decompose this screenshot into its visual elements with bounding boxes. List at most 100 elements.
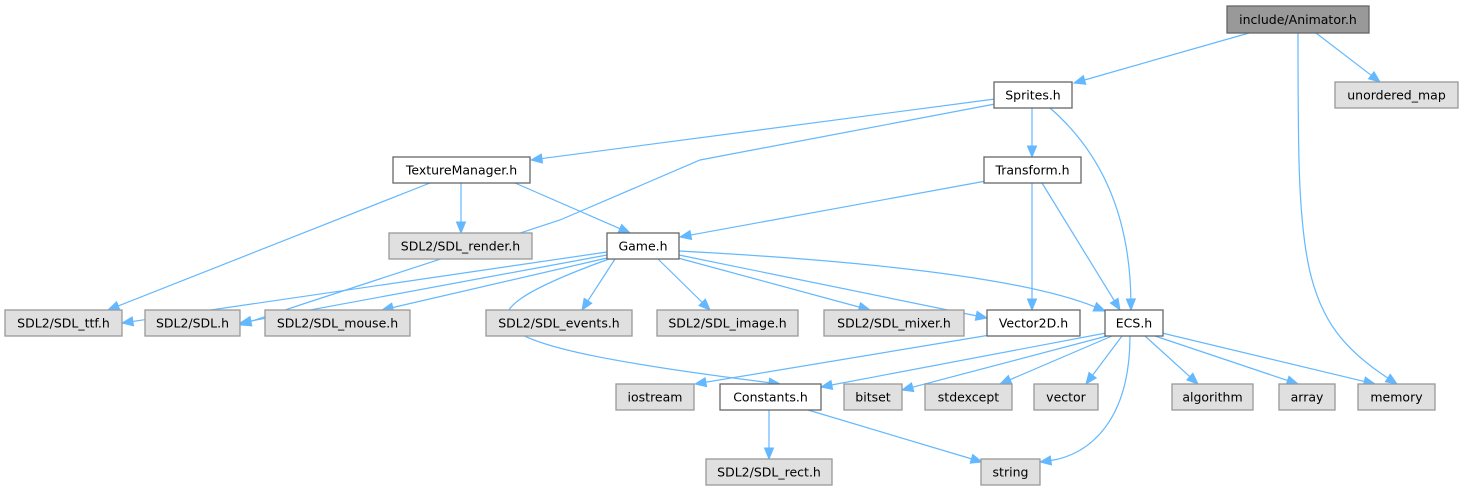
node-label: SDL2/SDL_mouse.h bbox=[277, 316, 398, 331]
arrowhead-icon bbox=[1026, 145, 1038, 159]
node-string: string bbox=[980, 458, 1041, 486]
node-box bbox=[1278, 383, 1336, 411]
edge-texturemanager-to-sdl_render bbox=[455, 183, 467, 235]
node-label: bitset bbox=[855, 390, 891, 405]
node-label: SDL2/SDL_image.h bbox=[668, 316, 786, 331]
arrowhead-icon bbox=[1038, 455, 1053, 466]
node-label: iostream bbox=[628, 390, 683, 405]
node-texturemanager[interactable]: TextureManager.h bbox=[392, 156, 531, 184]
node-sdl_ttf: SDL2/SDL_ttf.h bbox=[4, 309, 123, 337]
node-box bbox=[705, 458, 833, 486]
arrowhead-icon bbox=[693, 376, 708, 388]
arrowhead-icon bbox=[1185, 372, 1199, 385]
node-box bbox=[1033, 383, 1099, 411]
node-label: include/Animator.h bbox=[1239, 12, 1357, 27]
node-transform[interactable]: Transform.h bbox=[983, 156, 1082, 184]
node-box bbox=[1226, 5, 1370, 34]
arrowhead-icon bbox=[120, 316, 135, 327]
arrowhead-icon bbox=[1384, 373, 1399, 385]
arrowhead-icon bbox=[455, 221, 467, 235]
arrowhead-icon bbox=[678, 229, 693, 241]
node-box bbox=[986, 309, 1081, 337]
edge-transform-to-game bbox=[678, 180, 987, 241]
node-game[interactable]: Game.h bbox=[606, 232, 680, 260]
node-label: memory bbox=[1370, 390, 1423, 405]
arrowhead-icon bbox=[238, 315, 253, 327]
node-label: unordered_map bbox=[1347, 88, 1446, 103]
node-memory: memory bbox=[1357, 383, 1436, 411]
node-box bbox=[823, 309, 965, 337]
node-label: SDL2/SDL_mixer.h bbox=[837, 316, 951, 331]
edge-transform-to-ecs bbox=[1041, 182, 1121, 312]
edge-ecs-to-vector bbox=[1085, 335, 1123, 386]
node-box bbox=[843, 383, 903, 411]
node-sdl_events: SDL2/SDL_events.h bbox=[485, 309, 633, 337]
node-stdexcept: stdexcept bbox=[924, 383, 1013, 411]
node-sdl_image: SDL2/SDL_image.h bbox=[656, 309, 799, 337]
node-constants[interactable]: Constants.h bbox=[719, 383, 822, 411]
node-box bbox=[1357, 383, 1436, 411]
edge-game-to-ecs bbox=[678, 250, 1107, 312]
node-box bbox=[1104, 309, 1164, 337]
edge-sprites-to-texturemanager bbox=[529, 98, 996, 164]
node-animator[interactable]: include/Animator.h bbox=[1226, 5, 1370, 34]
node-label: Transform.h bbox=[994, 163, 1069, 178]
node-label: ECS.h bbox=[1116, 316, 1152, 331]
node-box bbox=[1334, 81, 1459, 109]
node-sdl: SDL2/SDL.h bbox=[144, 309, 241, 337]
edge-constants-to-sdl_rect bbox=[763, 410, 775, 461]
node-box bbox=[993, 81, 1073, 109]
node-bitset: bitset bbox=[843, 383, 903, 411]
arrowhead-icon bbox=[581, 297, 593, 312]
edge-sprites-to-sdl bbox=[238, 103, 996, 327]
edge-sprites-to-transform bbox=[1026, 108, 1038, 159]
node-label: Sprites.h bbox=[1005, 88, 1060, 103]
arrowhead-icon bbox=[1026, 298, 1038, 312]
node-label: Game.h bbox=[618, 239, 667, 254]
edge-transform-to-vector2d bbox=[1026, 183, 1038, 312]
node-box bbox=[615, 383, 695, 411]
node-vector2d[interactable]: Vector2D.h bbox=[986, 309, 1081, 337]
node-box bbox=[719, 383, 822, 411]
edge-animator-to-unordered_map bbox=[1315, 32, 1382, 83]
node-sdl_mixer: SDL2/SDL_mixer.h bbox=[823, 309, 965, 337]
node-algorithm: algorithm bbox=[1171, 383, 1254, 411]
edge-texturemanager-to-game bbox=[514, 182, 632, 234]
node-label: SDL2/SDL.h bbox=[156, 316, 229, 331]
edge-vector2d-to-iostream bbox=[693, 334, 991, 388]
edge-ecs-to-constants bbox=[819, 332, 1107, 391]
node-label: SDL2/SDL_events.h bbox=[498, 316, 619, 331]
node-sprites[interactable]: Sprites.h bbox=[993, 81, 1073, 109]
arrowhead-icon bbox=[763, 447, 775, 461]
arrowhead-icon bbox=[1092, 301, 1107, 312]
node-iostream: iostream bbox=[615, 383, 695, 411]
node-label: Constants.h bbox=[733, 390, 808, 405]
arrowhead-icon bbox=[969, 453, 984, 464]
arrowhead-icon bbox=[617, 223, 632, 234]
node-array: array bbox=[1278, 383, 1336, 411]
edge-sprites-to-ecs bbox=[1049, 107, 1137, 312]
node-label: Vector2D.h bbox=[999, 316, 1068, 331]
edge-game-to-vector2d bbox=[678, 254, 989, 321]
edge-animator-to-memory bbox=[1297, 32, 1399, 385]
node-ecs[interactable]: ECS.h bbox=[1104, 309, 1164, 337]
arrowhead-icon bbox=[698, 298, 711, 311]
edge-game-to-sdl_mixer bbox=[677, 257, 872, 313]
node-box bbox=[485, 309, 633, 337]
arrowhead-icon bbox=[1125, 298, 1137, 312]
arrowhead-icon bbox=[1072, 74, 1087, 85]
edge-game-to-sdl_image bbox=[657, 258, 711, 311]
node-unordered_map: unordered_map bbox=[1334, 81, 1459, 109]
node-box bbox=[4, 309, 123, 337]
node-box bbox=[144, 309, 241, 337]
node-sdl_mouse: SDL2/SDL_mouse.h bbox=[264, 309, 411, 337]
edge-animator-to-sprites bbox=[1072, 32, 1250, 85]
edge-ecs-to-string bbox=[1038, 335, 1131, 466]
node-vector: vector bbox=[1033, 383, 1099, 411]
edge-ecs-to-bitset bbox=[900, 335, 1108, 393]
node-label: algorithm bbox=[1182, 390, 1242, 405]
arrowhead-icon bbox=[974, 310, 989, 321]
edge-ecs-to-stdexcept bbox=[998, 335, 1113, 385]
node-box bbox=[656, 309, 799, 337]
